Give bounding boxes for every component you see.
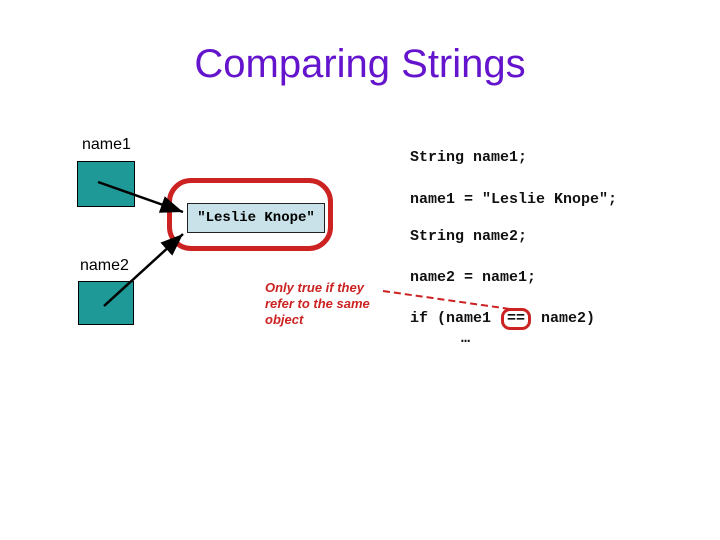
- code-line-3: String name2;: [410, 228, 528, 245]
- code-line-5: if (name1 == name2): [410, 308, 595, 330]
- code-line-4: name2 = name1;: [410, 269, 537, 286]
- code-line-5-before: if (name1: [410, 310, 501, 327]
- slide-title: Comparing Strings: [194, 42, 526, 86]
- annotation-pointer-line: [382, 290, 511, 310]
- code-ellipsis: …: [461, 330, 471, 347]
- annotation-text: Only true if they refer to the same obje…: [265, 280, 370, 327]
- var-name1-label: name1: [82, 136, 131, 153]
- var-name2-box: [78, 281, 134, 325]
- string-object-box: "Leslie Knope": [187, 203, 325, 233]
- code-line-5-after: name2): [532, 310, 596, 327]
- code-line-1: String name1;: [410, 149, 528, 166]
- code-line-2: name1 = "Leslie Knope";: [410, 191, 618, 208]
- highlight-ring: [167, 178, 333, 251]
- var-name2-label: name2: [80, 257, 129, 274]
- var-name1-box: [77, 161, 135, 207]
- equality-operator-circled: ==: [501, 308, 532, 330]
